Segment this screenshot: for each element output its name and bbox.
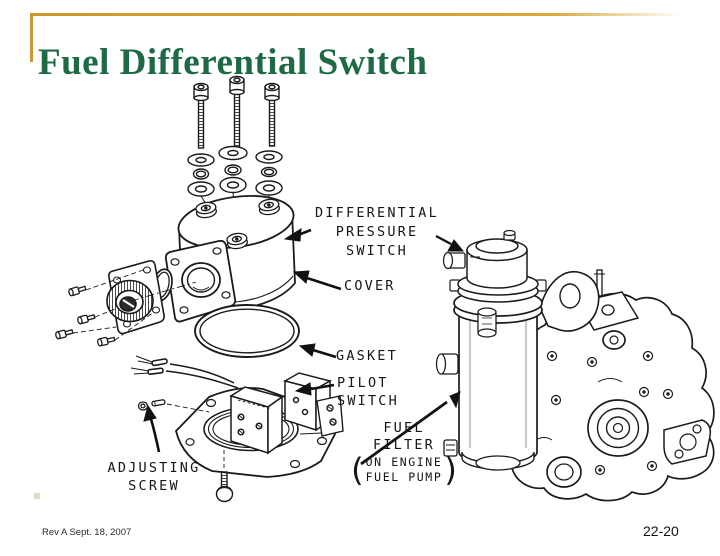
mounted-switch-arrow xyxy=(435,234,465,252)
paren-close: ) xyxy=(444,451,457,489)
label-adjusting-screw: ADJUSTING SCREW xyxy=(107,460,201,494)
title-left-rule xyxy=(30,13,33,62)
footer-revision: Rev A Sept. 18, 2007 xyxy=(42,527,132,538)
cover-bosses xyxy=(195,198,280,250)
slide-bullet-mark xyxy=(34,493,40,499)
pump-bolts xyxy=(546,350,674,476)
flange-screws xyxy=(55,285,116,347)
terminal-bracket xyxy=(299,395,344,437)
adjusting-screw-arrow xyxy=(143,404,161,453)
cap-screw xyxy=(264,82,280,147)
label-fuel-filter-note: ( ON ENGINE FUEL PUMP ) xyxy=(338,453,470,487)
label-differential-pressure-switch: DIFFERENTIAL PRESSURE SWITCH xyxy=(315,205,439,259)
fuel-filter-note-text: ON ENGINE FUEL PUMP xyxy=(365,455,443,484)
fuel-filter-arrow xyxy=(360,391,461,466)
page-title: Fuel Differential Switch xyxy=(38,41,428,83)
washer-stack xyxy=(255,150,283,204)
washer-stack xyxy=(187,153,215,205)
label-pilot-switch: PILOT SWITCH xyxy=(337,375,399,409)
dps-arrow xyxy=(283,228,312,242)
label-gasket: GASKET xyxy=(336,348,398,364)
cover-arrow xyxy=(292,270,342,291)
pilot-switch-assembly xyxy=(130,355,344,503)
label-fuel-filter: FUEL FILTER xyxy=(373,420,435,453)
callout-arrows xyxy=(143,228,465,466)
switch-body xyxy=(229,386,284,455)
connector-flange xyxy=(55,260,197,347)
cap-screws xyxy=(193,75,280,153)
washer-stacks xyxy=(187,145,283,236)
alignment-leaders xyxy=(72,268,197,341)
wires xyxy=(130,355,239,389)
mounted-pressure-switch xyxy=(442,229,528,289)
title-top-rule xyxy=(30,13,682,16)
page-number: 22-20 xyxy=(643,523,679,539)
gasket-part xyxy=(194,304,300,358)
cap-screw xyxy=(229,75,245,153)
cover-part xyxy=(164,195,296,323)
paren-open: ( xyxy=(351,451,364,489)
gasket-arrow xyxy=(298,343,337,359)
label-cover: COVER xyxy=(344,278,396,294)
cap-screw xyxy=(193,82,209,149)
washer-stack xyxy=(218,145,248,236)
fuel-filter-part xyxy=(435,229,547,471)
plate-screw xyxy=(215,450,234,503)
pilot-switch-arrow xyxy=(294,382,335,396)
